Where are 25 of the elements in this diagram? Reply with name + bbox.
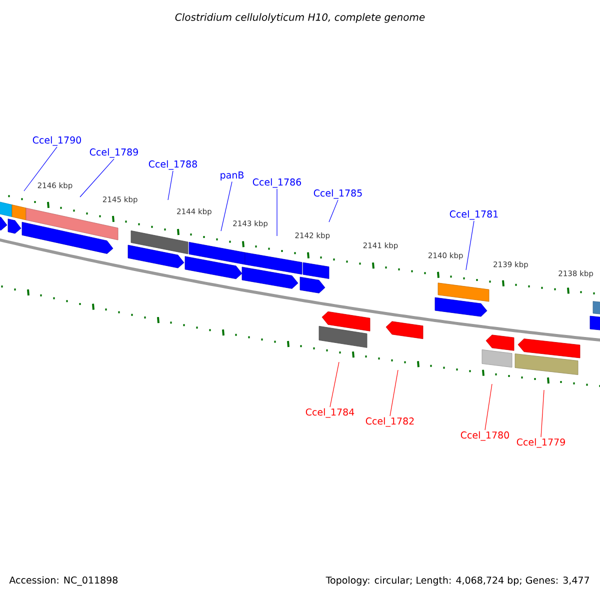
gene-label: Ccel_1789 — [90, 148, 138, 158]
gene-label: Ccel_1786 — [252, 178, 302, 188]
leader-line — [80, 158, 114, 198]
genome-info-text: Topology: circular; Length: 4,068,724 bp; Genes: 3,477 — [326, 576, 589, 586]
gene-label: Ccel_1790 — [32, 136, 81, 146]
leader-line — [484, 384, 492, 430]
leader-line — [24, 146, 58, 192]
leader-line — [276, 188, 278, 236]
gene-label: Ccel_1781 — [450, 210, 498, 220]
gene-label: Ccel_1782 — [366, 417, 414, 427]
gene-label: Ccel_1780 — [460, 431, 509, 441]
accession-text: Accession: NC_011898 — [9, 576, 118, 586]
gene-label: Ccel_1788 — [148, 160, 197, 170]
gene-label: Ccel_1785 — [314, 189, 362, 199]
leader-line — [220, 181, 232, 232]
leader-line — [330, 362, 340, 408]
gene-label: panB — [220, 172, 244, 180]
leader-line — [466, 220, 474, 270]
leader-line — [168, 170, 174, 200]
gene-label: Ccel_1784 — [306, 408, 354, 418]
leader-line — [390, 370, 398, 416]
leader-line — [328, 200, 338, 222]
title: Clostridium cellulolyticum H10, complete genome — [175, 13, 425, 23]
gene-label: Ccel_1779 — [516, 438, 565, 448]
leader-line — [540, 390, 544, 438]
